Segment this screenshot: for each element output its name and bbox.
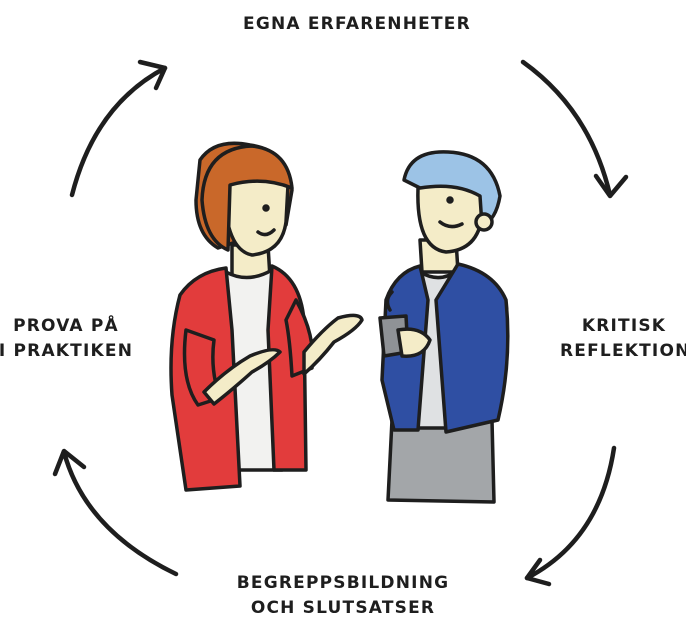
ear	[474, 212, 494, 232]
eye	[446, 196, 454, 204]
person-red-cardigan	[169, 141, 364, 492]
face	[222, 173, 290, 257]
person-blue-jacket	[378, 150, 510, 504]
smile	[256, 228, 276, 237]
smile	[438, 220, 464, 229]
cycle-arrow-top-right	[520, 59, 629, 199]
stage-label-experimentation: PROVA PÅ I PRAKTIKEN	[0, 314, 136, 364]
jeans	[386, 418, 496, 504]
stage-label-line: REFLEKTION	[560, 341, 686, 361]
hand-right	[302, 313, 364, 376]
cycle-arrow-bottom-right	[524, 445, 617, 587]
jacket-right	[434, 262, 510, 434]
hair	[402, 150, 502, 228]
stage-label-reflection: KRITISK REFLEKTION	[560, 314, 686, 364]
stage-label-line: KRITISK	[581, 316, 667, 336]
stage-label-line: PROVA PÅ	[13, 316, 119, 336]
stage-label-line: I PRAKTIKEN	[0, 341, 134, 361]
hair-bangs	[200, 144, 294, 252]
stage-label-conceptualization: BEGREPPSBILDNING OCH SLUTSATSER	[232, 571, 454, 621]
eye	[262, 204, 270, 212]
cycle-arrow-top-left	[69, 59, 168, 198]
stage-label-line: BEGREPPSBILDNING	[236, 573, 450, 593]
stage-label-line: EGNA ERFARENHETER	[243, 14, 471, 34]
stage-label-line: OCH SLUTSATSER	[250, 598, 436, 618]
stage-label-experience: EGNA ERFARENHETER	[243, 12, 471, 37]
steam	[385, 290, 394, 312]
cycle-arrow-bottom-left	[52, 448, 179, 577]
hand-left	[202, 348, 282, 406]
hand	[396, 327, 432, 358]
